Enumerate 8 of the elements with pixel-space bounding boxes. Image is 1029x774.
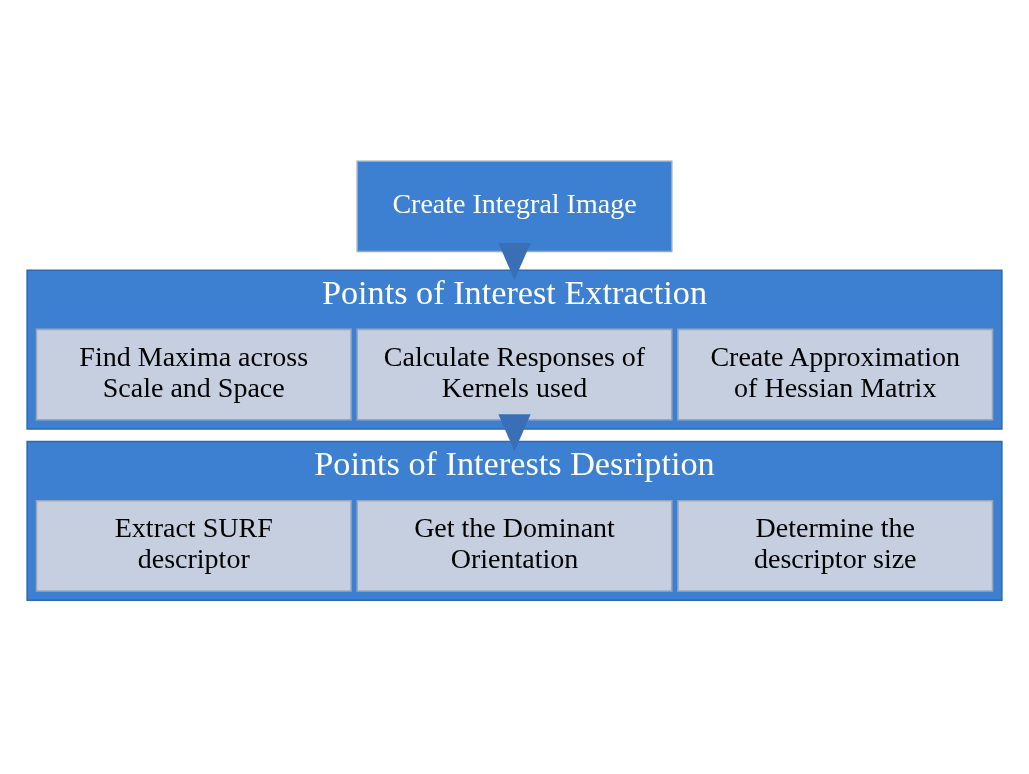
arrow [498, 414, 531, 452]
node-box: Find Maxima across Scale and Space [35, 328, 352, 421]
node-box: Create Approximation of Hessian Matrix [677, 328, 994, 421]
node-box: Extract SURF descriptor [35, 499, 352, 592]
arrow [498, 242, 531, 280]
node-box: Calculate Responses of Kernels used [356, 328, 673, 421]
node-box: Get the Dominant Orientation [356, 499, 673, 592]
node-box: Determine the descriptor size [677, 499, 994, 592]
